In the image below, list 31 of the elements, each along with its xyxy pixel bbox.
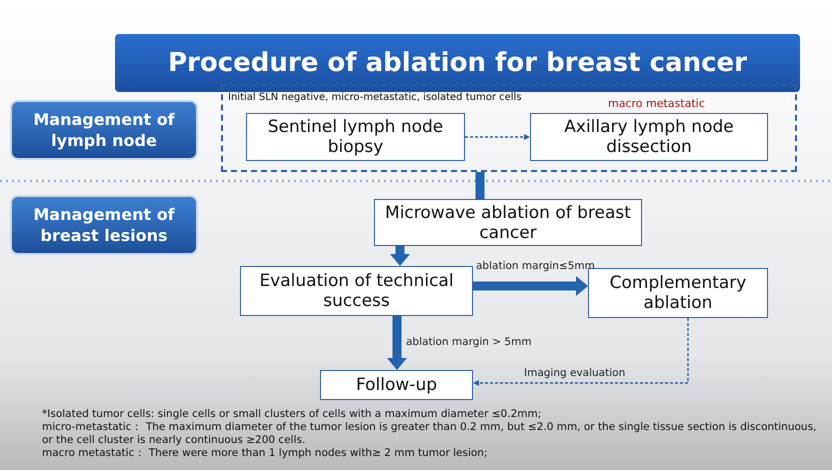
dashed-group-box <box>221 84 797 172</box>
section-label-box <box>10 100 198 160</box>
edge-label: ablation margin≤5mm <box>476 260 595 272</box>
box-text: Evaluation of technical success <box>258 271 455 311</box>
box-text: Follow-up <box>356 375 438 395</box>
box-text: Microwave ablation of breast cancer <box>384 202 632 242</box>
group-heading: Initial SLN negative, micro-metastatic, isolated tumor cells <box>228 92 522 103</box>
process-box <box>246 113 465 161</box>
title-banner: Procedure of ablation for breast cancer <box>115 34 800 92</box>
process-box <box>320 370 473 400</box>
dashed-arrow <box>473 318 689 386</box>
edge-label: Imaging evaluation <box>524 367 626 379</box>
condition-label: macro metastatic <box>608 97 705 110</box>
connector-bar <box>476 172 484 199</box>
section-label-box <box>10 195 198 255</box>
process-box <box>240 266 473 316</box>
process-box <box>530 113 768 161</box>
box-text: Complementary ablation <box>608 273 748 313</box>
arrow <box>473 276 588 296</box>
footnote: micro-metastatic： The maximum diameter of the tumor lesion is greater than 0.2 mm, but ≤2.0 mm, or the single tissue section is discontinuous, or the cell cluster is nearly continuous ≥200 cells. <box>42 421 818 447</box>
arrow <box>390 246 410 266</box>
process-box <box>374 199 642 246</box>
box-text: Axillary lymph node dissection <box>563 117 735 157</box>
footnote: *Isolated tumor cells: single cells or small clusters of cells with a maximum diameter ≤0.2mm; <box>42 408 542 421</box>
box-text: Sentinel lymph node biopsy <box>266 117 444 157</box>
footnote: macro metastatic： There were more than 1 lymph nodes with≥ 2 mm tumor lesion; <box>42 447 488 460</box>
edge-label: ablation margin > 5mm <box>406 336 532 348</box>
box-text: Management of breast lesions <box>32 204 176 246</box>
box-text: Management of lymph node <box>32 109 176 151</box>
dashed-arrow <box>465 134 530 140</box>
arrow <box>387 316 407 370</box>
